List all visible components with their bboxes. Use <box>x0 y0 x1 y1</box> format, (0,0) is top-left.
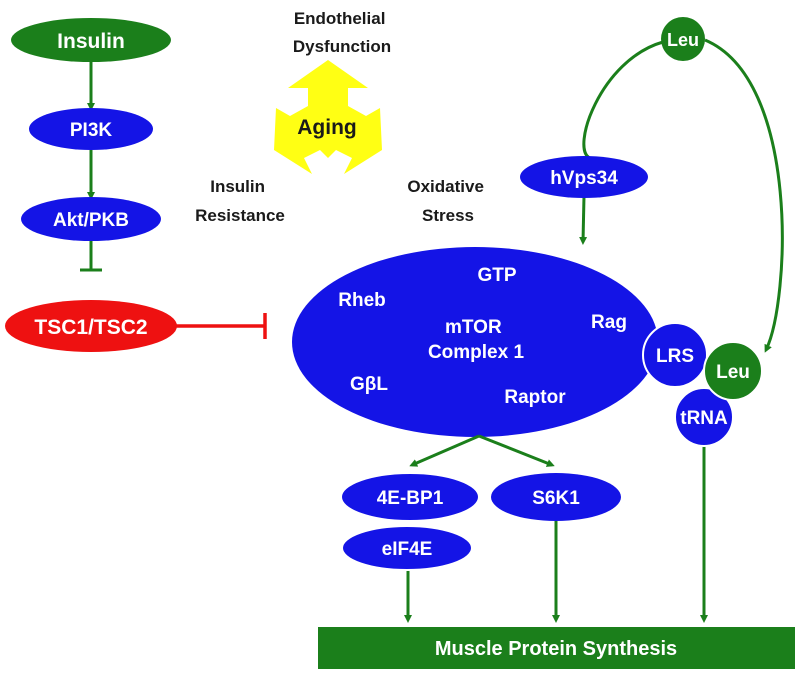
oxidative-stress-line1: Oxidative <box>407 177 484 196</box>
hvps34-node: hVps34 <box>520 156 648 198</box>
rag-label: Rag <box>591 312 627 333</box>
leu-top-node: Leu <box>661 17 705 61</box>
tsc-node: TSC1/TSC2 <box>5 300 177 352</box>
s6k1-label: S6K1 <box>532 488 580 509</box>
aging-label: Aging <box>297 116 356 139</box>
endothelial-label-line1: Endothelial <box>294 9 386 28</box>
lrs-node: LRS <box>642 322 708 388</box>
mtor-complex-node: GTP Rheb Rag mTOR Complex 1 GβL Raptor <box>292 247 658 437</box>
trna-node: tRNA <box>674 387 734 447</box>
akt-label: Akt/PKB <box>53 210 129 231</box>
pi3k-label: PI3K <box>70 120 113 141</box>
eif4e-node: eIF4E <box>341 525 473 571</box>
endothelial-dysfunction-label: Endothelial Dysfunction <box>293 9 391 56</box>
insulin-resistance-label: Insulin Resistance <box>195 177 285 225</box>
mtor-line2: Complex 1 <box>428 342 525 363</box>
insulin-label: Insulin <box>57 30 125 53</box>
aging-star-shape: Aging <box>274 60 382 174</box>
hvps34-label: hVps34 <box>550 168 618 189</box>
insulin-resistance-line2: Resistance <box>195 206 285 225</box>
leu-right-node: Leu <box>703 341 763 401</box>
insulin-resistance-line1: Insulin <box>210 177 265 196</box>
eif4e-label: eIF4E <box>382 539 433 560</box>
insulin-node: Insulin <box>11 18 171 62</box>
muscle-protein-synthesis-box: Muscle Protein Synthesis <box>318 627 795 669</box>
gbl-label: GβL <box>350 374 388 395</box>
gtp-label: GTP <box>477 265 516 286</box>
mtor-label: mTOR Complex 1 <box>428 317 525 363</box>
eif4ebp1-label: 4E-BP1 <box>377 488 444 509</box>
oxidative-stress-label: Oxidative Stress <box>407 177 488 225</box>
arrow-leu-to-leu <box>704 38 784 353</box>
arrow-leu-to-hvps34 <box>582 40 664 160</box>
arrow-mtor-to-s6k1 <box>478 434 555 467</box>
arrow-mtor-to-4ebp1 <box>409 434 480 467</box>
mtor-line1: mTOR <box>445 317 502 338</box>
lrs-label: LRS <box>656 346 694 367</box>
muscle-protein-synthesis-label: Muscle Protein Synthesis <box>435 638 677 660</box>
eif4ebp1-node: 4E-BP1 <box>340 472 480 522</box>
endothelial-label-line2: Dysfunction <box>293 37 391 56</box>
rheb-label: Rheb <box>338 290 386 311</box>
trna-label: tRNA <box>680 408 728 429</box>
raptor-label: Raptor <box>504 387 566 408</box>
s6k1-node: S6K1 <box>491 473 621 521</box>
arrow-hvps34-to-mtor <box>579 195 588 245</box>
tsc-label: TSC1/TSC2 <box>34 316 147 339</box>
oxidative-stress-line2: Stress <box>422 206 474 225</box>
akt-node: Akt/PKB <box>21 197 161 241</box>
pi3k-node: PI3K <box>29 108 153 150</box>
leu-right-label: Leu <box>716 362 750 383</box>
leu-top-label: Leu <box>667 30 699 50</box>
